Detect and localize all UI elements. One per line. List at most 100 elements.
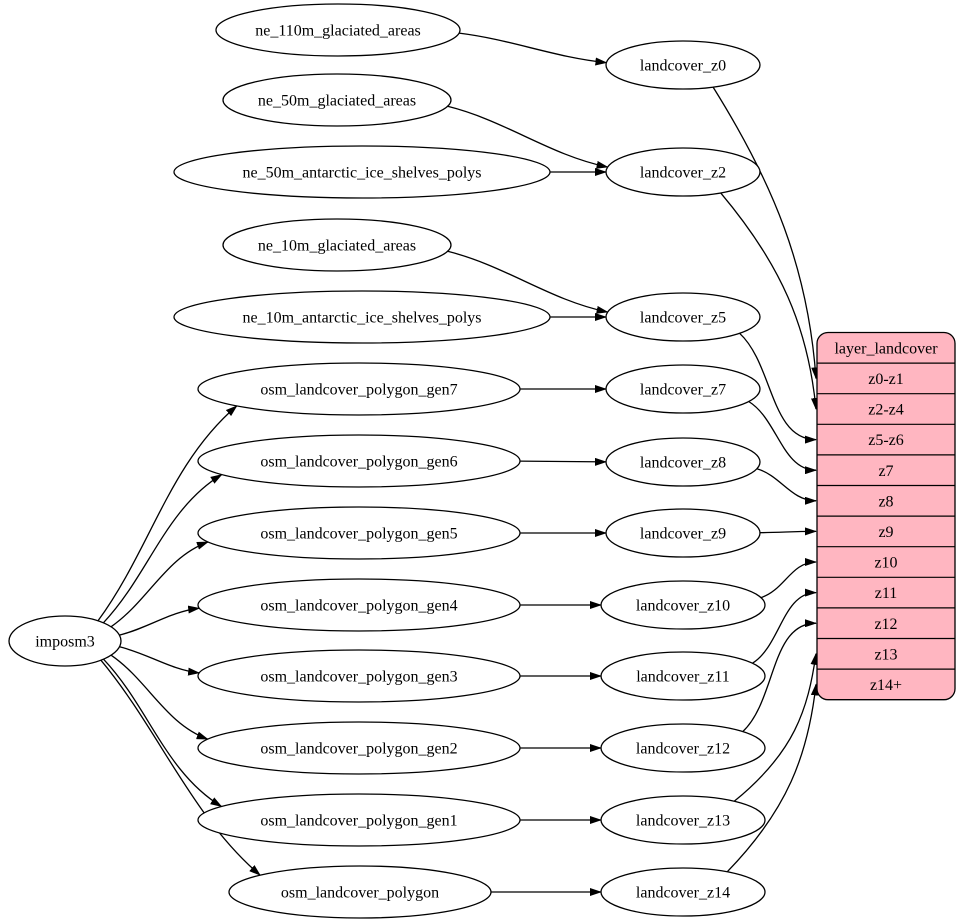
node-ne_110m_glaciated_areas: ne_110m_glaciated_areas xyxy=(215,3,461,57)
node-osm_landcover_polygon_gen4: osm_landcover_polygon_gen4 xyxy=(197,578,521,632)
node-label-landcover_z14: landcover_z14 xyxy=(636,885,730,902)
node-label-ne_110m_glaciated_areas: ne_110m_glaciated_areas xyxy=(255,23,421,40)
node-label-ne_50m_antarctic_ice_shelves_polys: ne_50m_antarctic_ice_shelves_polys xyxy=(242,165,481,182)
node-label-landcover_z9: landcover_z9 xyxy=(640,526,726,543)
table-row-label-z13: z13 xyxy=(874,646,897,663)
node-label-ne_50m_glaciated_areas: ne_50m_glaciated_areas xyxy=(258,93,416,110)
table-row-label-z2-z4: z2-z4 xyxy=(868,402,904,419)
node-label-landcover_z7: landcover_z7 xyxy=(640,382,726,399)
edge-landcover_z11-to-layer_landcover-row-z11 xyxy=(752,588,817,664)
node-label-osm_landcover_polygon_gen1: osm_landcover_polygon_gen1 xyxy=(260,813,457,830)
node-label-landcover_z0: landcover_z0 xyxy=(640,58,726,75)
edge-landcover_z2-to-layer_landcover-row-z2-z4 xyxy=(720,192,819,410)
edge-imposm3-to-osm_landcover_polygon_gen7 xyxy=(97,405,238,622)
edge-osm_landcover_polygon_gen6-to-landcover_z8 xyxy=(519,457,607,466)
node-osm_landcover_polygon_gen1: osm_landcover_polygon_gen1 xyxy=(197,793,521,847)
node-landcover_z12: landcover_z12 xyxy=(600,723,766,773)
node-ne_10m_antarctic_ice_shelves_polys: ne_10m_antarctic_ice_shelves_polys xyxy=(173,290,551,344)
node-imposm3: imposm3 xyxy=(8,615,122,667)
node-ellipse-landcover_z8 xyxy=(605,437,761,487)
edge-landcover_z0-to-layer_landcover-row-z0-z1 xyxy=(712,86,820,380)
node-ellipse-osm_landcover_polygon xyxy=(228,865,492,919)
node-osm_landcover_polygon_gen7: osm_landcover_polygon_gen7 xyxy=(197,362,521,416)
node-landcover_z14: landcover_z14 xyxy=(600,867,766,917)
edge-ne_10m_glaciated_areas-to-landcover_z5 xyxy=(447,250,609,314)
edge-imposm3-to-osm_landcover_polygon_gen3 xyxy=(119,646,201,676)
table-row-label-z8: z8 xyxy=(878,493,893,510)
table-title: layer_landcover xyxy=(834,340,938,357)
edge-landcover_z12-to-layer_landcover-row-z12 xyxy=(742,619,817,733)
node-label-ne_10m_glaciated_areas: ne_10m_glaciated_areas xyxy=(258,238,416,255)
node-ellipse-osm_landcover_polygon_gen1 xyxy=(197,793,521,847)
node-label-osm_landcover_polygon_gen7: osm_landcover_polygon_gen7 xyxy=(260,382,457,399)
table-row-label-z14+: z14+ xyxy=(870,677,902,694)
node-osm_landcover_polygon_gen2: osm_landcover_polygon_gen2 xyxy=(197,721,521,775)
node-ellipse-ne_10m_glaciated_areas xyxy=(222,218,452,272)
edge-imposm3-to-osm_landcover_polygon xyxy=(100,659,261,876)
table-row-label-z7: z7 xyxy=(878,463,893,480)
node-ellipse-landcover_z5 xyxy=(605,292,761,342)
node-ellipse-osm_landcover_polygon_gen6 xyxy=(197,434,521,488)
node-ellipse-landcover_z7 xyxy=(605,364,761,414)
node-ne_10m_glaciated_areas: ne_10m_glaciated_areas xyxy=(222,218,452,272)
node-label-osm_landcover_polygon_gen3: osm_landcover_polygon_gen3 xyxy=(260,669,457,686)
edge-ne_50m_glaciated_areas-to-landcover_z2 xyxy=(447,105,609,169)
node-ne_50m_glaciated_areas: ne_50m_glaciated_areas xyxy=(222,73,452,127)
table-row-label-z10: z10 xyxy=(874,555,897,572)
node-ellipse-ne_50m_antarctic_ice_shelves_polys xyxy=(173,145,551,199)
edge-landcover_z8-to-layer_landcover-row-z8 xyxy=(756,468,817,505)
edge-ne_110m_glaciated_areas-to-landcover_z0 xyxy=(459,32,608,66)
table-layer: layer_landcoverz0-z1z2-z4z5-z6z7z8z9z10z… xyxy=(816,331,956,701)
node-ellipse-landcover_z0 xyxy=(605,40,761,90)
node-label-landcover_z5: landcover_z5 xyxy=(640,310,726,327)
node-label-landcover_z11: landcover_z11 xyxy=(636,669,730,686)
edge-imposm3-to-osm_landcover_polygon_gen2 xyxy=(110,654,209,740)
node-label-imposm3: imposm3 xyxy=(35,634,95,651)
edge-landcover_z7-to-layer_landcover-row-z7 xyxy=(748,400,817,475)
node-landcover_z5: landcover_z5 xyxy=(605,292,761,342)
node-osm_landcover_polygon_gen5: osm_landcover_polygon_gen5 xyxy=(197,506,521,560)
table-row-label-z0-z1: z0-z1 xyxy=(868,371,904,388)
node-ellipse-landcover_z12 xyxy=(600,723,766,773)
node-ellipse-osm_landcover_polygon_gen5 xyxy=(197,506,521,560)
node-ellipse-landcover_z13 xyxy=(600,795,766,845)
node-ellipse-ne_110m_glaciated_areas xyxy=(215,3,461,57)
node-ellipse-osm_landcover_polygon_gen2 xyxy=(197,721,521,775)
edge-imposm3-to-osm_landcover_polygon_gen1 xyxy=(103,658,223,808)
edges-layer xyxy=(97,32,820,896)
node-label-landcover_z2: landcover_z2 xyxy=(640,165,726,182)
edge-landcover_z9-to-layer_landcover-row-z9 xyxy=(759,527,817,536)
node-label-osm_landcover_polygon_gen6: osm_landcover_polygon_gen6 xyxy=(260,454,457,471)
edge-landcover_z14-to-layer_landcover-row-z14+ xyxy=(726,683,819,873)
edge-imposm3-to-osm_landcover_polygon_gen6 xyxy=(102,474,223,624)
node-ellipse-ne_50m_glaciated_areas xyxy=(222,73,452,127)
node-osm_landcover_polygon: osm_landcover_polygon xyxy=(228,865,492,919)
node-label-osm_landcover_polygon_gen4: osm_landcover_polygon_gen4 xyxy=(260,598,457,615)
table-row-label-z11: z11 xyxy=(875,585,898,602)
node-label-landcover_z8: landcover_z8 xyxy=(640,455,726,472)
table-row-label-z12: z12 xyxy=(874,616,897,633)
node-landcover_z9: landcover_z9 xyxy=(605,508,761,558)
node-label-landcover_z13: landcover_z13 xyxy=(636,813,730,830)
edge-landcover_z10-to-layer_landcover-row-z10 xyxy=(760,558,817,599)
node-label-osm_landcover_polygon_gen2: osm_landcover_polygon_gen2 xyxy=(260,741,457,758)
node-label-osm_landcover_polygon_gen5: osm_landcover_polygon_gen5 xyxy=(260,526,457,543)
node-label-landcover_z12: landcover_z12 xyxy=(636,741,730,758)
node-ellipse-landcover_z14 xyxy=(600,867,766,917)
node-label-landcover_z10: landcover_z10 xyxy=(636,598,730,615)
node-landcover_z2: landcover_z2 xyxy=(605,147,761,197)
node-ellipse-osm_landcover_polygon_gen7 xyxy=(197,362,521,416)
node-label-osm_landcover_polygon: osm_landcover_polygon xyxy=(281,885,439,902)
edge-imposm3-to-osm_landcover_polygon_gen5 xyxy=(110,541,209,628)
node-ellipse-imposm3 xyxy=(8,615,122,667)
edge-landcover_z13-to-layer_landcover-row-z13 xyxy=(733,652,819,802)
nodes-layer: imposm3 ne_110m_glaciated_areas ne_50m_gla… xyxy=(8,3,766,919)
edge-imposm3-to-osm_landcover_polygon_gen4 xyxy=(119,605,201,636)
node-osm_landcover_polygon_gen6: osm_landcover_polygon_gen6 xyxy=(197,434,521,488)
node-landcover_z0: landcover_z0 xyxy=(605,40,761,90)
node-ne_50m_antarctic_ice_shelves_polys: ne_50m_antarctic_ice_shelves_polys xyxy=(173,145,551,199)
node-landcover_z13: landcover_z13 xyxy=(600,795,766,845)
node-label-ne_10m_antarctic_ice_shelves_polys: ne_10m_antarctic_ice_shelves_polys xyxy=(242,310,481,327)
